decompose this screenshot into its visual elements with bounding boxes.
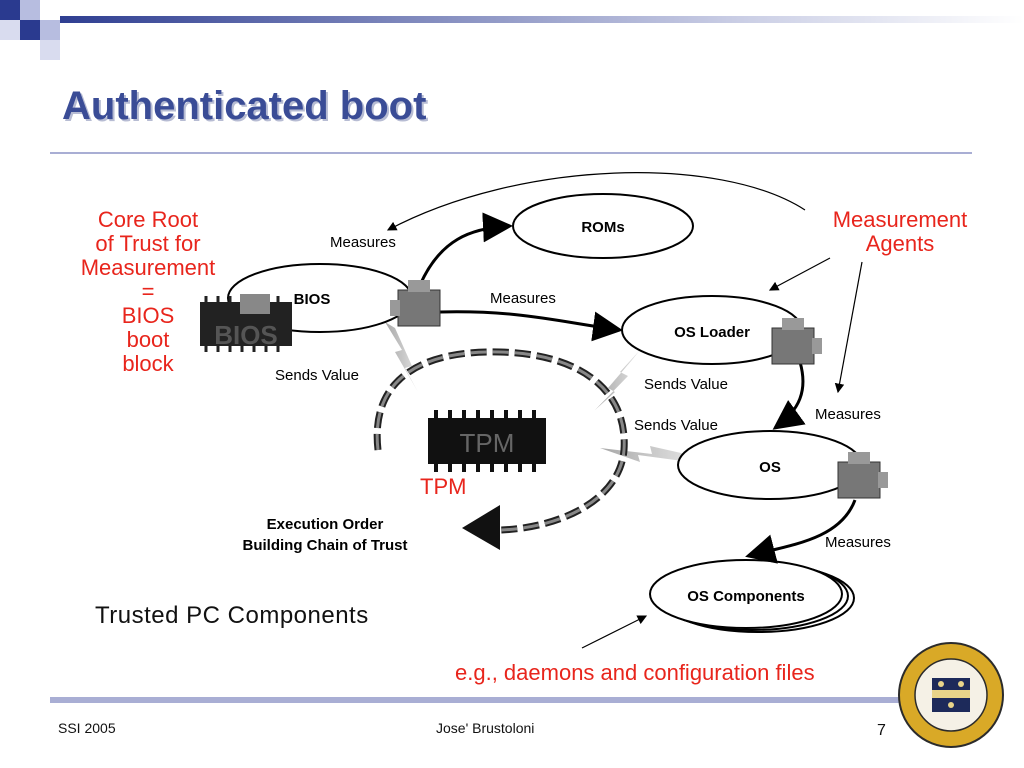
crtm-line: Core Root <box>97 207 199 232</box>
crtm-line: of Trust for <box>95 231 201 256</box>
slide-title: Authenticated boot <box>62 84 427 128</box>
execution-arrowhead <box>462 505 500 550</box>
arrow-example-components <box>581 615 648 649</box>
node-bios-label: BIOS <box>294 291 331 308</box>
footer-left: SSI 2005 <box>58 720 116 736</box>
agents-line: Agents <box>865 231 935 256</box>
lightning-bolt-icon <box>385 322 690 462</box>
label-sends-bios: Sends Value <box>275 367 359 384</box>
node-os-loader-label: OS Loader <box>674 324 750 341</box>
arrow-agents-measures <box>386 172 806 231</box>
node-os-loader: OS Loader <box>621 295 803 365</box>
crtm-line: block <box>122 351 174 376</box>
node-os-components-label: OS Components <box>687 588 805 605</box>
crtm-line: Measurement <box>80 255 216 280</box>
arrow-agents-os <box>834 261 863 394</box>
arrow-bios-roms <box>418 212 513 286</box>
gear-icon <box>240 294 270 314</box>
gear-icon <box>390 280 441 327</box>
label-measures-osloader: Measures <box>490 290 556 307</box>
gear-icon <box>771 318 822 365</box>
authenticated-boot-diagram: ROMs BIOS OS Loader OS OS Components <box>200 172 891 649</box>
arrow-agents-osloader <box>768 257 831 291</box>
tpm-chip-text: TPM <box>460 428 515 458</box>
label-measures-components: Measures <box>825 534 891 551</box>
chain-icon <box>375 350 626 532</box>
footer-rule <box>50 697 900 703</box>
measurement-agents-annotation: Measurement Agents <box>812 208 988 256</box>
arrow-bios-osloader <box>439 310 623 342</box>
node-roms: ROMs <box>512 193 694 259</box>
node-roms-label: ROMs <box>581 219 624 236</box>
label-measures-roms: Measures <box>330 234 396 251</box>
tpm-annotation: TPM <box>420 474 467 499</box>
label-measures-os: Measures <box>815 406 881 423</box>
chip-icon: TPM <box>428 410 546 472</box>
arrow-os-components <box>745 499 857 564</box>
gear-icon <box>837 452 888 499</box>
execution-order-line-1: Execution Order <box>267 516 384 533</box>
execution-order-line-2: Building Chain of Trust <box>243 537 408 554</box>
node-os-label: OS <box>759 459 781 476</box>
top-gradient-bar <box>40 16 1024 23</box>
crtm-line: = <box>141 279 155 304</box>
header-decoration <box>0 0 1024 60</box>
agents-line: Measurement <box>832 207 968 232</box>
diagram-caption: Trusted PC Components <box>95 602 369 629</box>
label-sends-os: Sends Value <box>634 417 718 434</box>
corner-squares-icon <box>0 0 60 60</box>
crtm-line: boot <box>126 327 170 352</box>
arrow-osloader-os <box>772 361 806 430</box>
university-seal-icon <box>898 642 1004 748</box>
bios-chip-text: BIOS <box>214 320 278 350</box>
crtm-annotation: Core Root of Trust for Measurement = BIO… <box>62 208 234 376</box>
footer-center: Jose' Brustoloni <box>436 720 535 736</box>
node-os: OS <box>677 430 863 500</box>
node-os-components: OS Components <box>649 559 855 633</box>
title-rule <box>50 152 972 154</box>
crtm-line: BIOS <box>121 303 175 328</box>
chip-icon: BIOS <box>200 296 292 352</box>
page-number: 7 <box>877 722 886 739</box>
example-annotation: e.g., daemons and configuration files <box>455 660 815 685</box>
label-sends-osloader: Sends Value <box>644 376 728 393</box>
